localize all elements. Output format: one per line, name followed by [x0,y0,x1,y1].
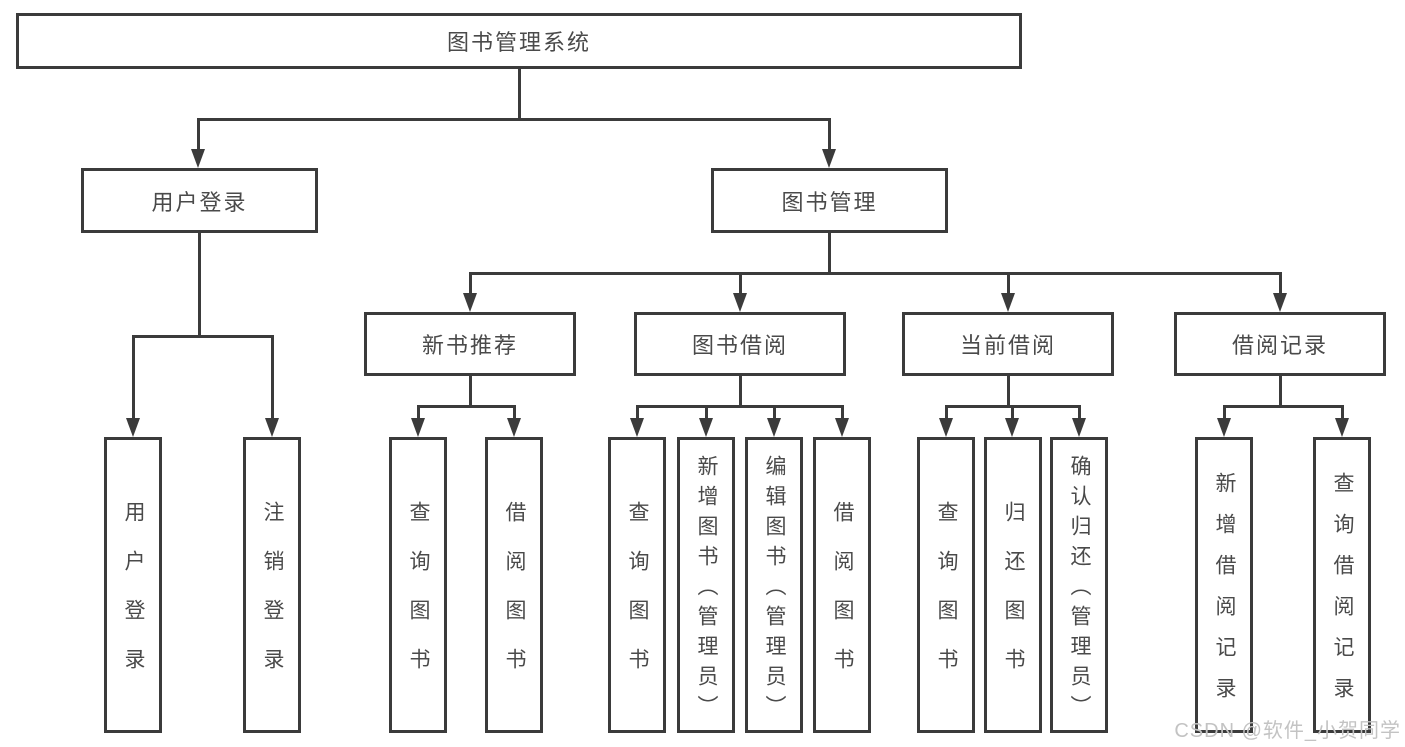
arrowhead-record-query [1335,418,1349,437]
node-current-query-books: 查询图书 [917,437,975,733]
connector-record-drop-1 [1223,405,1226,422]
node-borrow-add-book-admin: 新增图书（管理员） [677,437,735,733]
arrowhead-newbook [463,293,477,312]
connector-user-stem [198,233,201,335]
arrowhead-newbook-query [411,418,425,437]
node-borrow-edit-book-admin: 编辑图书（管理员） [745,437,803,733]
arrowhead-login-action [126,418,140,437]
connector-drop-user-login [197,118,200,152]
arrowhead-borrow-query [630,418,644,437]
arrowhead-newbook-borrow [507,418,521,437]
arrowhead-user-login [191,149,205,168]
connector-newbook-drop-1 [417,405,420,422]
node-borrow-borrow-books: 借阅图书 [813,437,871,733]
arrowhead-borrow-borrow [835,418,849,437]
connector-newbook-drop-2 [513,405,516,422]
node-login-action-label: 用户登录 [122,501,145,697]
node-current-query-books-label: 查询图书 [935,501,958,697]
connector-record-drop-2 [1341,405,1344,422]
connector-newbook-stem [469,376,472,405]
arrowhead-borrow [733,293,747,312]
node-user-login-label: 用户登录 [151,189,248,215]
node-root-label: 图书管理系统 [446,30,591,55]
node-current-return-books-label: 归还图书 [1002,501,1025,697]
arrowhead-record-add [1217,418,1231,437]
node-book-borrowing: 图书借阅 [634,312,846,376]
node-record-add-label: 新增借阅记录 [1213,472,1236,718]
connector-borrow-stem [739,376,742,405]
connector-borrow-drop-4 [841,405,844,422]
node-newbook-recommend: 新书推荐 [364,312,576,376]
arrowhead-record [1273,293,1287,312]
node-borrow-query-books: 查询图书 [608,437,666,733]
arrowhead-borrow-add [699,418,713,437]
connector-drop-book-mgmt [828,118,831,152]
connector-borrow-drop-2 [705,405,708,422]
arrowhead-logout [265,418,279,437]
node-borrow-borrow-books-label: 借阅图书 [831,501,854,697]
connector-current-stem [1007,376,1010,405]
node-record-query-label: 查询借阅记录 [1331,472,1354,718]
arrowhead-current-query [939,418,953,437]
connector-record-bar [1223,405,1344,408]
node-current-confirm-return-admin-label: 确认归还（管理员） [1068,454,1091,725]
connector-drop-logout [271,335,274,422]
connector-borrow-drop-1 [636,405,639,422]
connector-drop-login-action [132,335,135,422]
node-borrow-records-label: 借阅记录 [1231,333,1328,358]
connector-borrow-drop-3 [773,405,776,422]
connector-current-drop-2 [1011,405,1014,422]
node-newbook-query-books: 查询图书 [389,437,447,733]
node-book-borrowing-label: 图书借阅 [691,333,788,358]
node-current-borrowing: 当前借阅 [902,312,1114,376]
arrowhead-current-confirm [1072,418,1086,437]
connector-current-drop-3 [1078,405,1081,422]
node-user-login: 用户登录 [81,168,318,233]
node-borrow-records: 借阅记录 [1174,312,1386,376]
node-borrow-add-book-admin-label: 新增图书（管理员） [695,454,718,725]
node-book-mgmt-label: 图书管理 [781,189,878,215]
connector-mgmt-stem [828,233,831,272]
connector-mgmt-bar [469,272,1282,275]
node-record-query: 查询借阅记录 [1313,437,1371,733]
connector-record-stem [1279,376,1282,405]
node-newbook-recommend-label: 新书推荐 [421,333,518,358]
connector-drop-newbook [469,272,472,296]
node-record-add: 新增借阅记录 [1195,437,1253,733]
node-root: 图书管理系统 [16,13,1022,69]
node-login-action: 用户登录 [104,437,162,733]
watermark: CSDN @软件_小贺同学 [1174,720,1401,742]
node-current-borrowing-label: 当前借阅 [959,333,1056,358]
node-borrow-query-books-label: 查询图书 [626,501,649,697]
connector-drop-record [1279,272,1282,296]
connector-root-stem [518,69,521,118]
connector-newbook-bar [417,405,516,408]
connector-drop-borrow [739,272,742,296]
node-book-mgmt: 图书管理 [711,168,948,233]
connector-current-drop-1 [945,405,948,422]
connector-borrow-bar [636,405,844,408]
connector-user-bar [132,335,273,338]
arrowhead-book-mgmt [822,149,836,168]
node-newbook-borrow-books: 借阅图书 [485,437,543,733]
arrowhead-current [1001,293,1015,312]
arrowhead-current-return [1005,418,1019,437]
node-current-confirm-return-admin: 确认归还（管理员） [1050,437,1108,733]
node-logout-label: 注销登录 [261,501,284,697]
arrowhead-borrow-edit [767,418,781,437]
node-logout: 注销登录 [243,437,301,733]
node-borrow-edit-book-admin-label: 编辑图书（管理员） [763,454,786,725]
connector-root-bar [198,118,830,121]
node-newbook-query-books-label: 查询图书 [407,501,430,697]
node-current-return-books: 归还图书 [984,437,1042,733]
connector-drop-current [1007,272,1010,296]
node-newbook-borrow-books-label: 借阅图书 [503,501,526,697]
